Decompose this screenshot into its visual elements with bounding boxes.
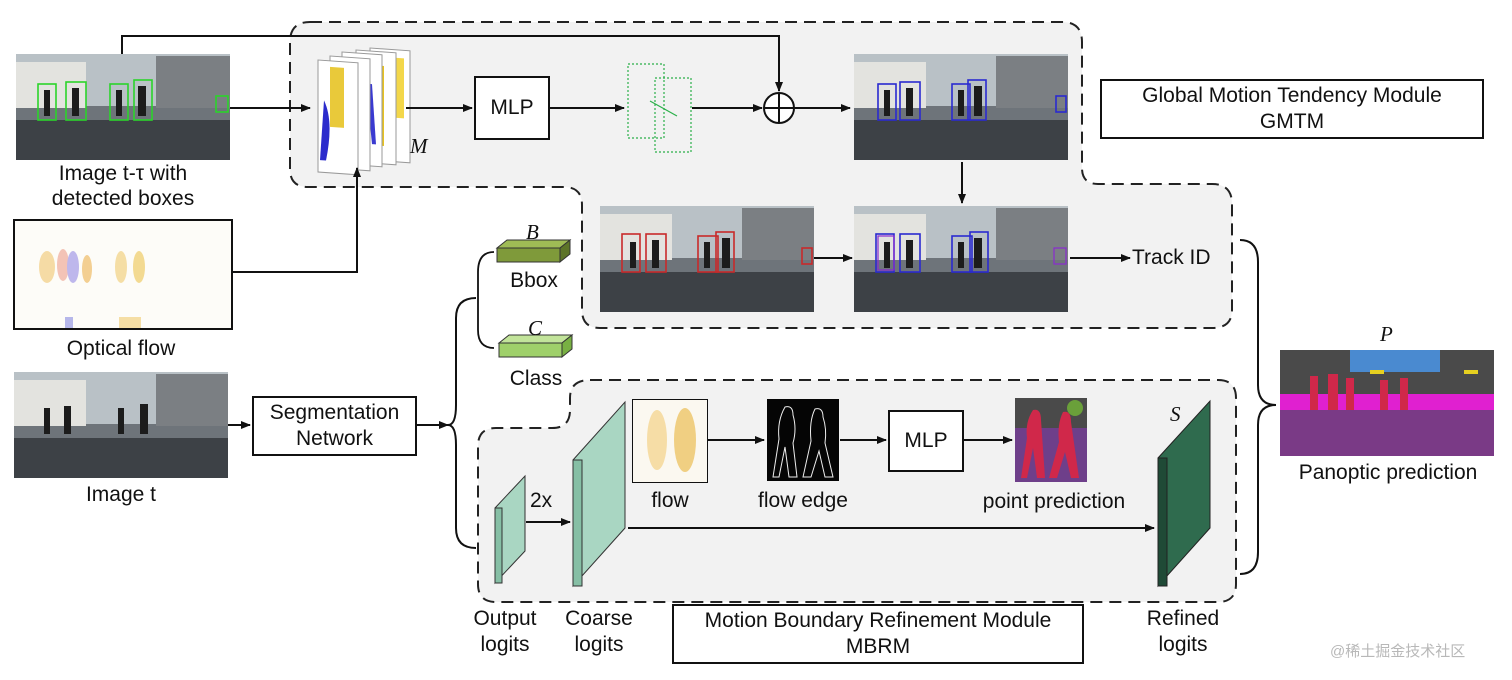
connector-lines: [121, 35, 1155, 532]
mbrm-title-box: Motion Boundary Refinement Module MBRM: [672, 604, 1084, 664]
motion-feature-stack: [317, 47, 411, 176]
s-symbol: S: [1170, 402, 1181, 426]
track-id-label: Track ID: [1132, 246, 1211, 269]
segmentation-network-box: Segmentation Network: [252, 396, 417, 456]
refined-logits-label-1: Refined: [1146, 607, 1220, 630]
dotted-feature-frames: [627, 63, 692, 153]
point-prediction-image: [1015, 398, 1087, 482]
coarse-logits-block: [572, 400, 626, 588]
refined-logits-label-2: logits: [1158, 633, 1208, 656]
detected-boxes-image: [600, 206, 814, 312]
mbrm-title-line2: MBRM: [845, 635, 911, 658]
panoptic-prediction-label: Panoptic prediction: [1298, 461, 1478, 484]
class-label: Class: [509, 367, 563, 390]
add-operator-icon: [763, 92, 795, 124]
flow-label: flow: [651, 489, 689, 512]
gmtm-title-box: Global Motion Tendency Module GMTM: [1100, 79, 1484, 139]
image-prev-caption-2: detected boxes: [51, 187, 195, 210]
flow-edge-label: flow edge: [758, 489, 848, 512]
flow-crop-image: [632, 399, 708, 483]
seg-net-line2: Network: [295, 427, 374, 450]
image-t: [14, 372, 228, 478]
b-symbol: B: [526, 220, 539, 244]
output-logits-label-2: logits: [480, 633, 530, 656]
gmtm-result-image: [854, 54, 1068, 160]
output-logits-block: [494, 474, 526, 585]
c-symbol: C: [528, 316, 543, 340]
head-branch-brace: [447, 297, 477, 549]
coarse-logits-label-1: Coarse: [565, 607, 633, 630]
mbrm-mlp-box: MLP: [888, 410, 964, 472]
image-t-caption: Image t: [85, 483, 157, 506]
class-head-block: [497, 333, 574, 359]
upsample-label: 2x: [530, 489, 553, 512]
output-logits-label-1: Output: [473, 607, 537, 630]
tracked-boxes-image: [854, 206, 1068, 312]
bbox-label: Bbox: [510, 269, 558, 292]
point-prediction-label: point prediction: [982, 490, 1126, 513]
image-t-minus-tau: [16, 54, 230, 160]
coarse-logits-label-2: logits: [574, 633, 624, 656]
flow-edge-image: [767, 399, 839, 481]
image-prev-caption-1: Image t-τ with: [58, 162, 188, 185]
head-branch-brace-upper: [477, 251, 495, 349]
mbrm-title-line1: Motion Boundary Refinement Module: [704, 609, 1052, 632]
gmtm-title-line2: GMTM: [1259, 110, 1325, 133]
bbox-head-block: [495, 238, 572, 264]
m-symbol: M: [410, 134, 428, 158]
p-symbol: P: [1380, 322, 1393, 346]
optical-flow-caption: Optical flow: [66, 337, 176, 360]
watermark: @稀土掘金技术社区: [1330, 643, 1466, 660]
seg-net-line1: Segmentation: [269, 401, 400, 424]
panoptic-prediction-image: [1280, 350, 1494, 456]
optical-flow-image: [13, 219, 233, 330]
output-brace: [1239, 239, 1277, 575]
refined-logits-block: [1157, 399, 1211, 588]
gmtm-title-line1: Global Motion Tendency Module: [1142, 84, 1442, 107]
gmtm-mlp-box: MLP: [474, 76, 550, 140]
